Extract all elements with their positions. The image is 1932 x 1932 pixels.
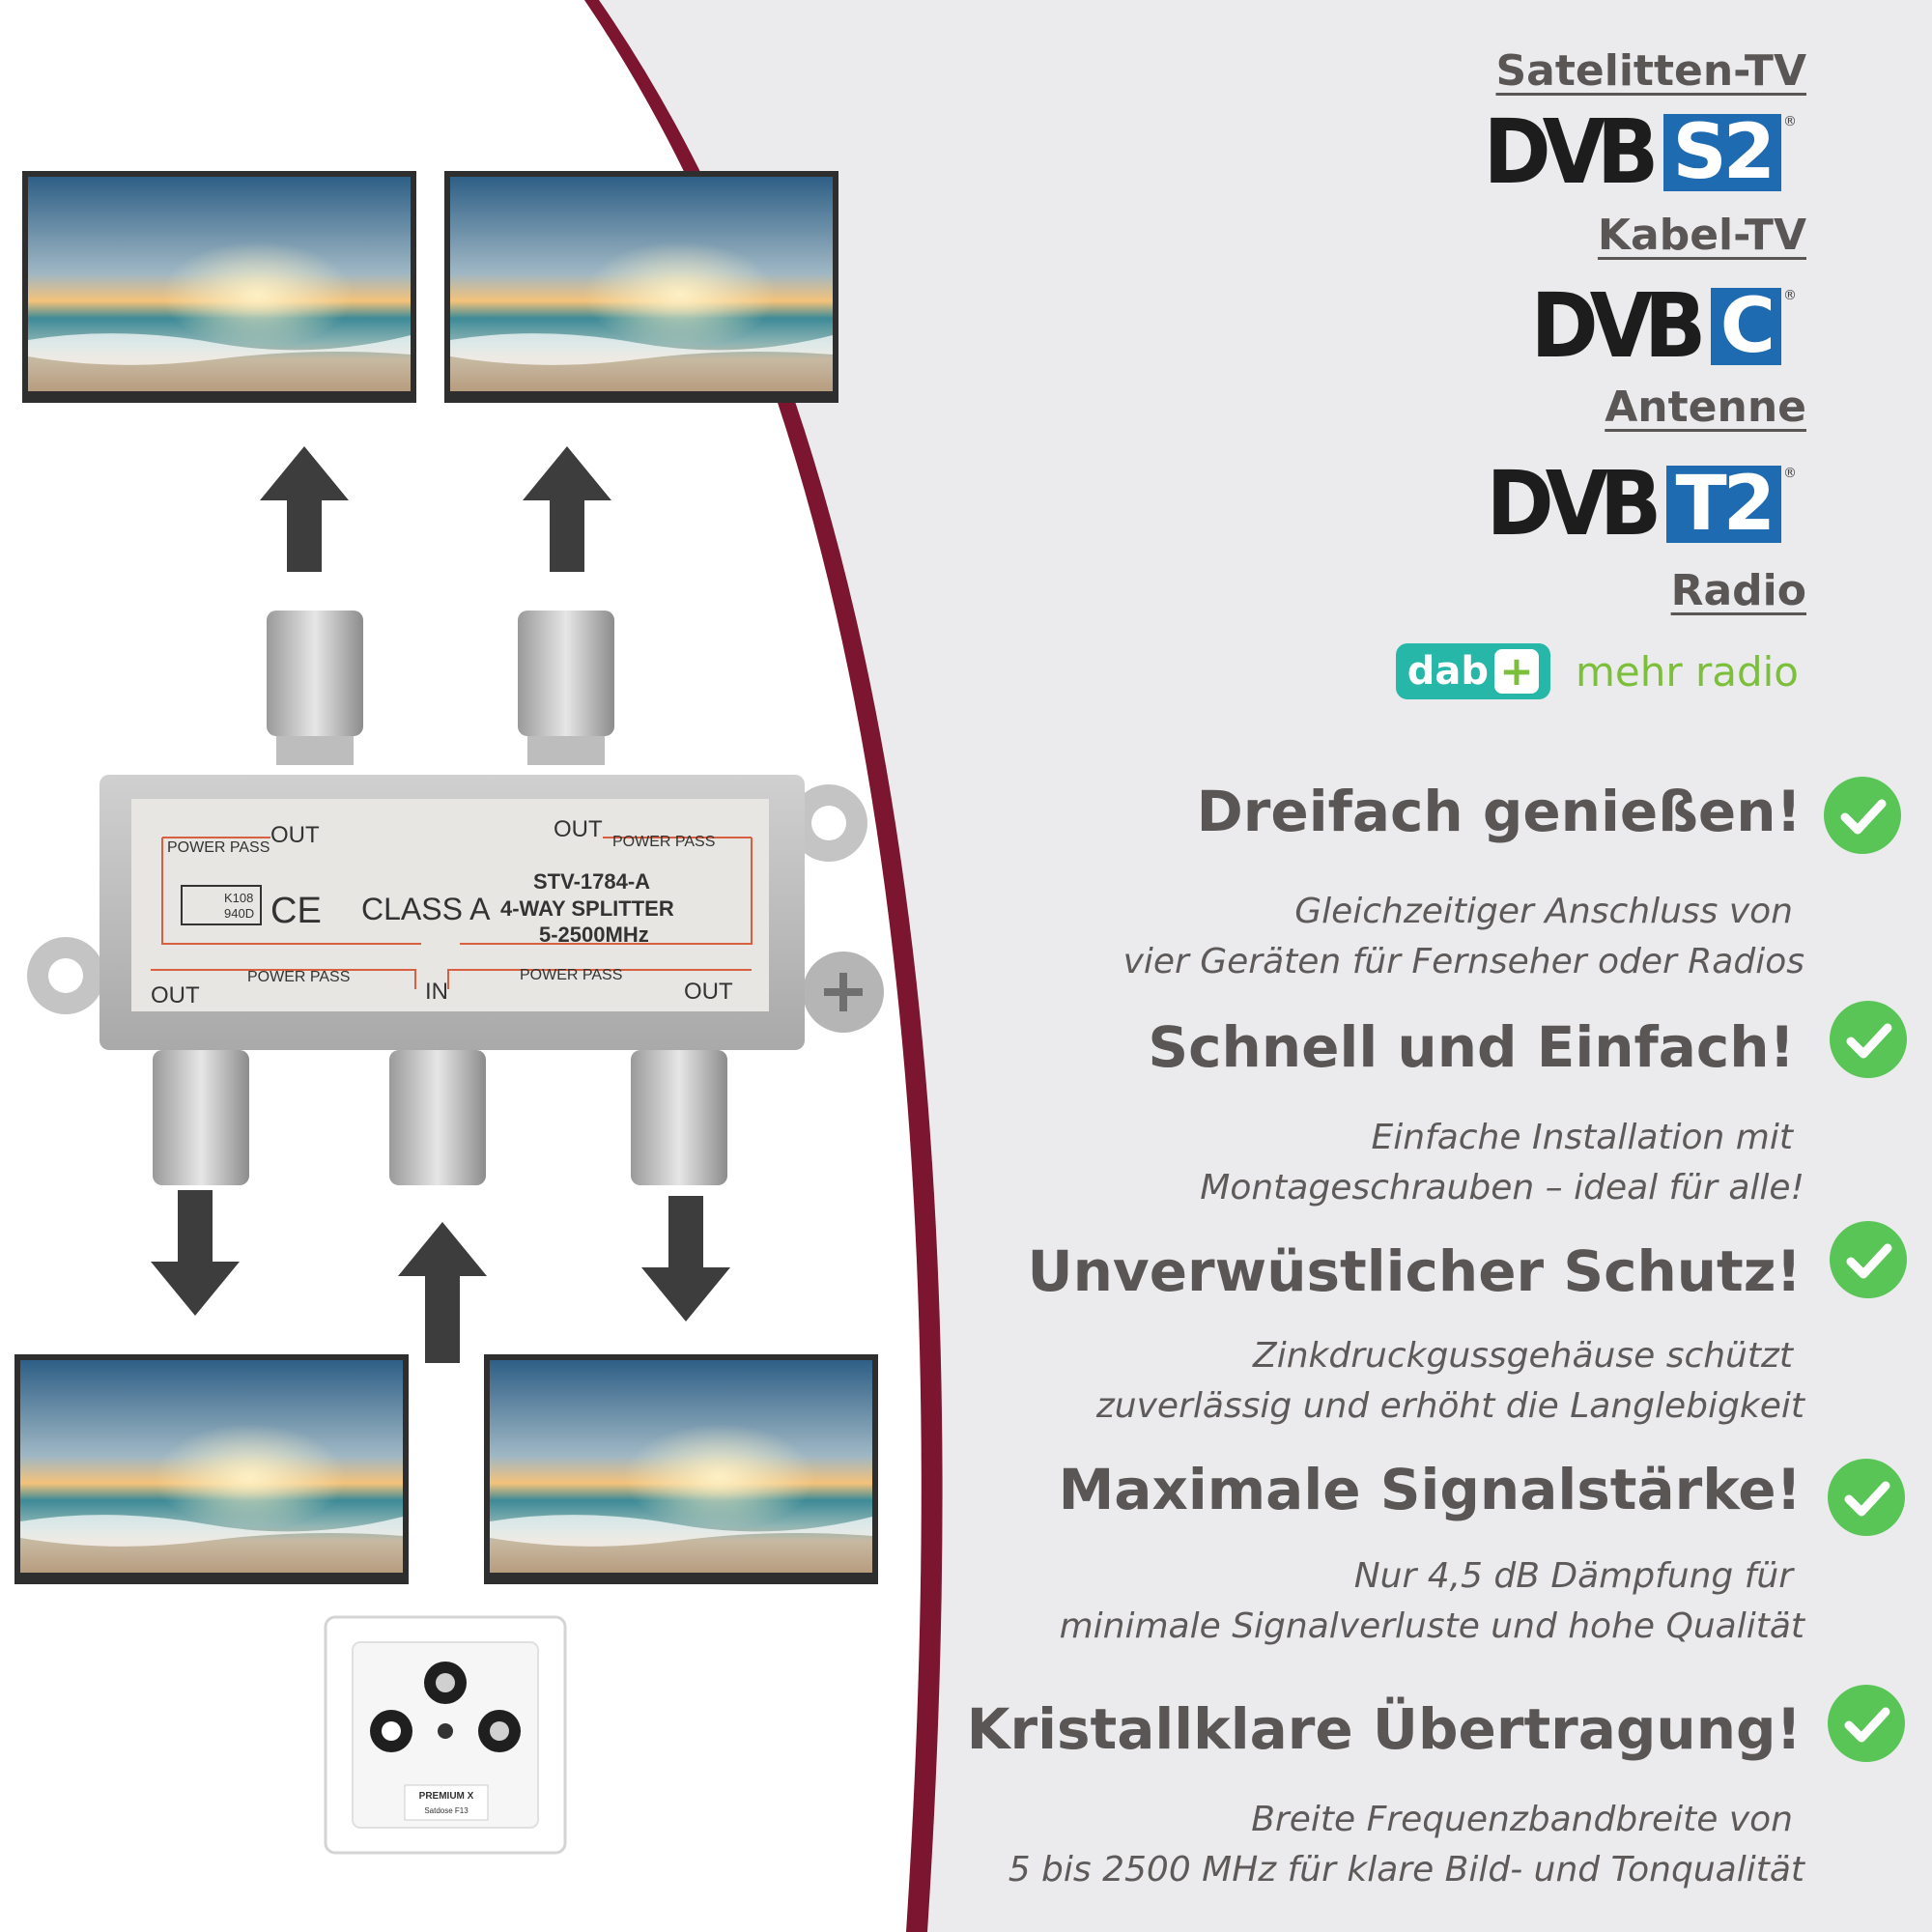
splitter-device: POWER PASS OUT OUT POWER PASS K108 940D … — [27, 611, 884, 1185]
dvb-logo-suffix: T2 — [1665, 466, 1781, 543]
check-icon — [1828, 1685, 1905, 1762]
approval-code: K108 — [224, 891, 253, 905]
check-icon — [1828, 1459, 1905, 1536]
feature-line: 5 bis 2500 MHz für klare Bild- und Tonqu… — [1008, 1850, 1804, 1889]
feature-heading: Kristallklare Übertragung! — [966, 1696, 1802, 1762]
standard-title-satellite: Satelitten-TV — [1495, 46, 1806, 96]
socket-model: Satdose F13 — [424, 1806, 469, 1815]
check-icon — [1830, 1221, 1907, 1298]
dvb-logo-word: DVB — [1486, 452, 1662, 555]
feature-heading: Schnell und Einfach! — [1148, 1014, 1795, 1080]
feature-line: Nur 4,5 dB Dämpfung für — [1353, 1556, 1793, 1596]
feature-line: Zinkdruckgussgehäuse schützt — [1253, 1336, 1793, 1376]
power-pass-label: POWER PASS — [247, 969, 350, 985]
standard-title-radio: Radio — [1670, 566, 1806, 615]
dab-plus-logo: dab + mehr radio — [1395, 638, 1799, 705]
ce-mark: CE — [270, 891, 322, 931]
dvb-logo-word: DVB — [1483, 100, 1659, 204]
beach-sunset-image — [490, 1360, 872, 1573]
out-label: OUT — [684, 979, 733, 1005]
dvb-t2-logo: DVB T2 ® — [1479, 452, 1797, 555]
class-label: CLASS A — [361, 892, 491, 926]
dvb-logo-word: DVB — [1530, 274, 1707, 378]
wall-socket: PREMIUM X Satdose F13 — [324, 1615, 567, 1855]
beach-sunset-image — [450, 177, 833, 391]
feature-line: vier Geräten für Fernseher oder Radios — [1122, 942, 1804, 981]
power-pass-label: POWER PASS — [612, 834, 715, 850]
check-icon — [1830, 1001, 1907, 1078]
feature-description: Zinkdruckgussgehäuse schützt zuverlässig… — [1096, 1331, 1804, 1432]
feature-heading: Unverwüstlicher Schutz! — [1027, 1238, 1803, 1304]
feature-heading: Dreifach genießen! — [1196, 779, 1802, 844]
power-pass-label: POWER PASS — [520, 967, 622, 983]
tv-screen-bottom-right — [484, 1354, 878, 1584]
feature-line: Gleichzeitiger Anschluss von — [1294, 892, 1793, 931]
arrow-up-icon — [398, 1222, 487, 1363]
registered-mark: ® — [1783, 466, 1797, 481]
dab-badge: dab + — [1395, 643, 1550, 699]
tv-screen-top-left — [22, 171, 416, 403]
dab-plus-sign: + — [1493, 649, 1539, 694]
dvb-c-logo: DVB C ® — [1523, 274, 1797, 378]
out-label: OUT — [151, 982, 200, 1009]
power-pass-label: POWER PASS — [167, 839, 270, 856]
splitter-type-label: 4-WAY SPLITTER — [500, 896, 674, 921]
connector-bottom-left — [153, 1050, 249, 1185]
approval-code: 940D — [224, 906, 254, 921]
dvb-s2-logo: DVB S2 ® — [1476, 100, 1797, 204]
check-icon — [1824, 777, 1901, 854]
in-label: IN — [425, 979, 448, 1005]
approval-stamp — [181, 885, 262, 925]
beach-sunset-image — [20, 1360, 403, 1573]
feature-line: zuverlässig und erhöht die Langlebigkeit — [1095, 1386, 1804, 1426]
feature-line: Montageschrauben – ideal für alle! — [1200, 1168, 1804, 1208]
dvb-logo-suffix: S2 — [1662, 114, 1781, 191]
feature-line: Einfache Installation mit — [1371, 1118, 1793, 1157]
model-label: STV-1784-A — [533, 869, 650, 894]
connector-top-right — [518, 611, 614, 765]
frequency-label: 5-2500MHz — [539, 923, 649, 947]
registered-mark: ® — [1783, 114, 1797, 129]
tv-screen-bottom-left — [14, 1354, 409, 1584]
dab-tagline: mehr radio — [1575, 647, 1799, 696]
connector-bottom-in — [389, 1050, 486, 1185]
out-label: OUT — [554, 816, 603, 842]
dab-logo-word: dab — [1406, 649, 1489, 694]
arrow-up-icon — [523, 446, 611, 572]
socket-brand: PREMIUM X — [419, 1791, 474, 1802]
registered-mark: ® — [1783, 288, 1797, 303]
feature-line: minimale Signalverluste und hohe Qualitä… — [1059, 1606, 1804, 1646]
standard-title-cable: Kabel-TV — [1597, 211, 1806, 260]
connector-bottom-right — [631, 1050, 727, 1185]
arrow-down-icon — [641, 1196, 730, 1321]
dvb-logo-suffix: C — [1710, 288, 1781, 365]
feature-description: Gleichzeitiger Anschluss von vier Geräte… — [1123, 887, 1804, 987]
feature-description: Nur 4,5 dB Dämpfung für minimale Signalv… — [1060, 1551, 1804, 1652]
connector-top-left — [267, 611, 363, 765]
feature-line: Breite Frequenzbandbreite von — [1251, 1800, 1793, 1839]
arrow-up-icon — [260, 446, 349, 572]
feature-heading: Maximale Signalstärke! — [1058, 1457, 1802, 1522]
arrow-down-icon — [151, 1190, 240, 1316]
tv-screen-top-right — [444, 171, 838, 403]
feature-description: Einfache Installation mit Montageschraub… — [1200, 1113, 1804, 1213]
beach-sunset-image — [28, 177, 411, 391]
standard-title-antenna: Antenne — [1605, 383, 1806, 432]
feature-description: Breite Frequenzbandbreite von 5 bis 2500… — [1009, 1795, 1804, 1895]
out-label: OUT — [270, 822, 320, 848]
